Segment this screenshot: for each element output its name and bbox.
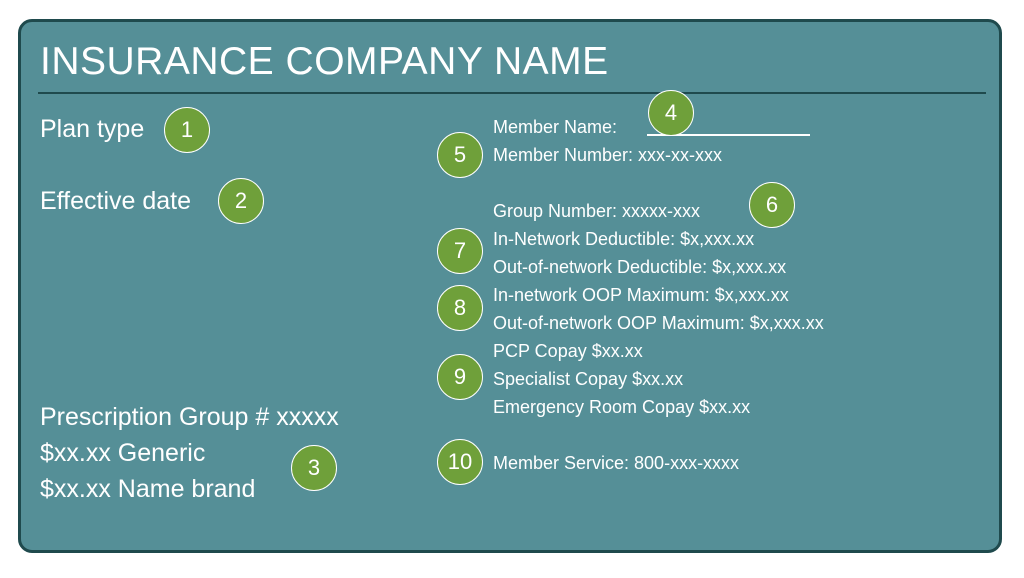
in-network-oop-label: In-network OOP Maximum: $x,xxx.xx bbox=[493, 285, 789, 305]
name-brand-copay-label: $xx.xx Name brand bbox=[40, 475, 256, 503]
member-service-label: Member Service: 800-xxx-xxxx bbox=[493, 453, 740, 473]
callout-badge-4: 4 bbox=[648, 90, 694, 136]
plan-type-label: Plan type bbox=[40, 115, 145, 143]
member-name-label: Member Name: bbox=[493, 117, 618, 137]
callout-badge-9: 9 bbox=[437, 354, 483, 400]
emergency-room-copay-label: Emergency Room Copay $xx.xx bbox=[493, 397, 751, 417]
company-name-title: INSURANCE COMPANY NAME bbox=[40, 40, 609, 83]
callout-badge-3: 3 bbox=[291, 445, 337, 491]
callout-badge-1: 1 bbox=[164, 107, 210, 153]
callout-badge-7: 7 bbox=[437, 228, 483, 274]
callout-badge-5: 5 bbox=[437, 132, 483, 178]
callout-badge-6: 6 bbox=[749, 182, 795, 228]
pcp-copay-label: PCP Copay $xx.xx bbox=[493, 341, 643, 361]
effective-date-label: Effective date bbox=[40, 187, 192, 215]
member-number-label: Member Number: xxx-xx-xxx bbox=[493, 145, 723, 165]
member-name-blank-line bbox=[647, 134, 810, 136]
out-of-network-oop-label: Out-of-network OOP Maximum: $x,xxx.xx bbox=[493, 313, 824, 333]
callout-badge-10: 10 bbox=[437, 439, 483, 485]
title-divider bbox=[38, 92, 986, 94]
prescription-group-label: Prescription Group # xxxxx bbox=[40, 403, 339, 431]
out-of-network-deductible-label: Out-of-network Deductible: $x,xxx.xx bbox=[493, 257, 787, 277]
callout-badge-8: 8 bbox=[437, 285, 483, 331]
specialist-copay-label: Specialist Copay $xx.xx bbox=[493, 369, 684, 389]
generic-copay-label: $xx.xx Generic bbox=[40, 439, 206, 467]
in-network-deductible-label: In-Network Deductible: $x,xxx.xx bbox=[493, 229, 755, 249]
callout-badge-2: 2 bbox=[218, 178, 264, 224]
group-number-label: Group Number: xxxxx-xxx bbox=[493, 201, 701, 221]
